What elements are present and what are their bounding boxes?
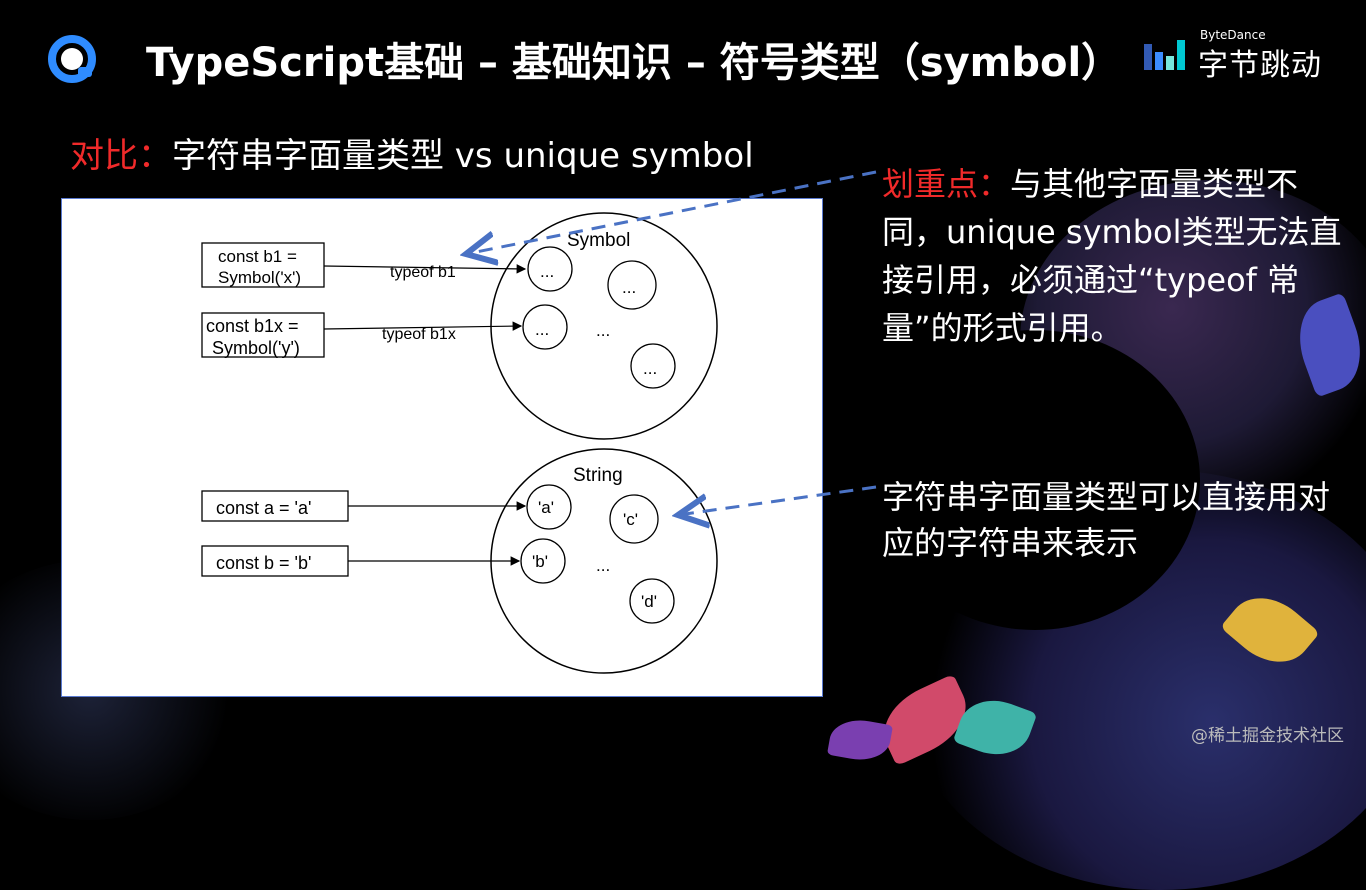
note-string-literal: 字符串字面量类型可以直接用对应的字符串来表示 [882,478,1331,562]
subtitle: 对比：字符串字面量类型 vs unique symbol [70,128,754,177]
note-key-point: 划重点：与其他字面量类型不同，unique symbol类型无法直接引用，必须通… [882,160,1352,352]
string-member-label: 'c' [623,510,638,529]
string-member-label: 'a' [538,498,554,517]
string-set-label: String [573,465,623,486]
string-member-label: 'b' [532,552,548,571]
watermark: @稀土掘金技术社区 [1191,726,1344,746]
decl-b1-line1: const b1 = [218,247,297,266]
symbol-member-label: ... [540,262,554,281]
decl-b-label: const b = 'b' [216,553,311,573]
string-ellipsis: ... [596,556,610,575]
string-member-circle [609,494,659,544]
background-dark-circle [870,330,1200,630]
symbol-member-circle [607,260,657,310]
symbol-member-label: ... [535,320,549,339]
arrow-label-typeof-b1: typeof b1 [390,264,456,281]
arrow-label-typeof-b1x: typeof b1x [382,326,456,343]
symbol-member-label: ... [622,278,636,297]
symbol-member-circle [630,343,676,389]
arrow-typeof-b1 [323,264,527,274]
decl-b1x-line2: Symbol('y') [212,338,300,358]
bytedance-logo: ByteDance 字节跳动 [1144,28,1324,83]
note-key-point-text: 与其他字面量类型不同，unique symbol类型无法直接引用，必须通过“ty… [882,165,1342,347]
decl-box-b1 [201,242,325,288]
bytedance-mark-icon [1144,40,1185,70]
decl-box-b1x [201,312,325,358]
app-logo-icon [48,35,96,83]
subtitle-text: 字符串字面量类型 vs unique symbol [172,136,754,176]
symbol-set-label: Symbol [567,230,630,251]
symbol-ellipsis: ... [596,321,610,340]
string-member-circle [526,484,572,530]
page-title: TypeScript基础 – 基础知识 – 符号类型（symbol） [146,40,1122,86]
brand-small-text: ByteDance [1200,28,1266,42]
decl-b1x-line1: const b1x = [206,316,299,336]
decl-b1-line2: Symbol('x') [218,268,301,287]
decor-leaf [826,715,894,765]
arrow-typeof-b1x [323,321,523,331]
symbol-member-circle [522,304,568,350]
diagram-svg: Symbol ... ... ... ... ... const b1 = Sy… [201,212,718,674]
symbol-member-label: ... [643,359,657,378]
subtitle-prefix: 对比： [70,136,172,176]
note-key-point-prefix: 划重点： [882,165,1011,203]
diagram-panel: Symbol ... ... ... ... ... const b1 = Sy… [61,198,823,697]
string-member-circle [520,538,566,584]
brand-cn-text: 字节跳动 [1198,48,1322,83]
string-member-circle [629,578,675,624]
decl-a-label: const a = 'a' [216,498,311,518]
string-member-label: 'd' [641,592,657,611]
